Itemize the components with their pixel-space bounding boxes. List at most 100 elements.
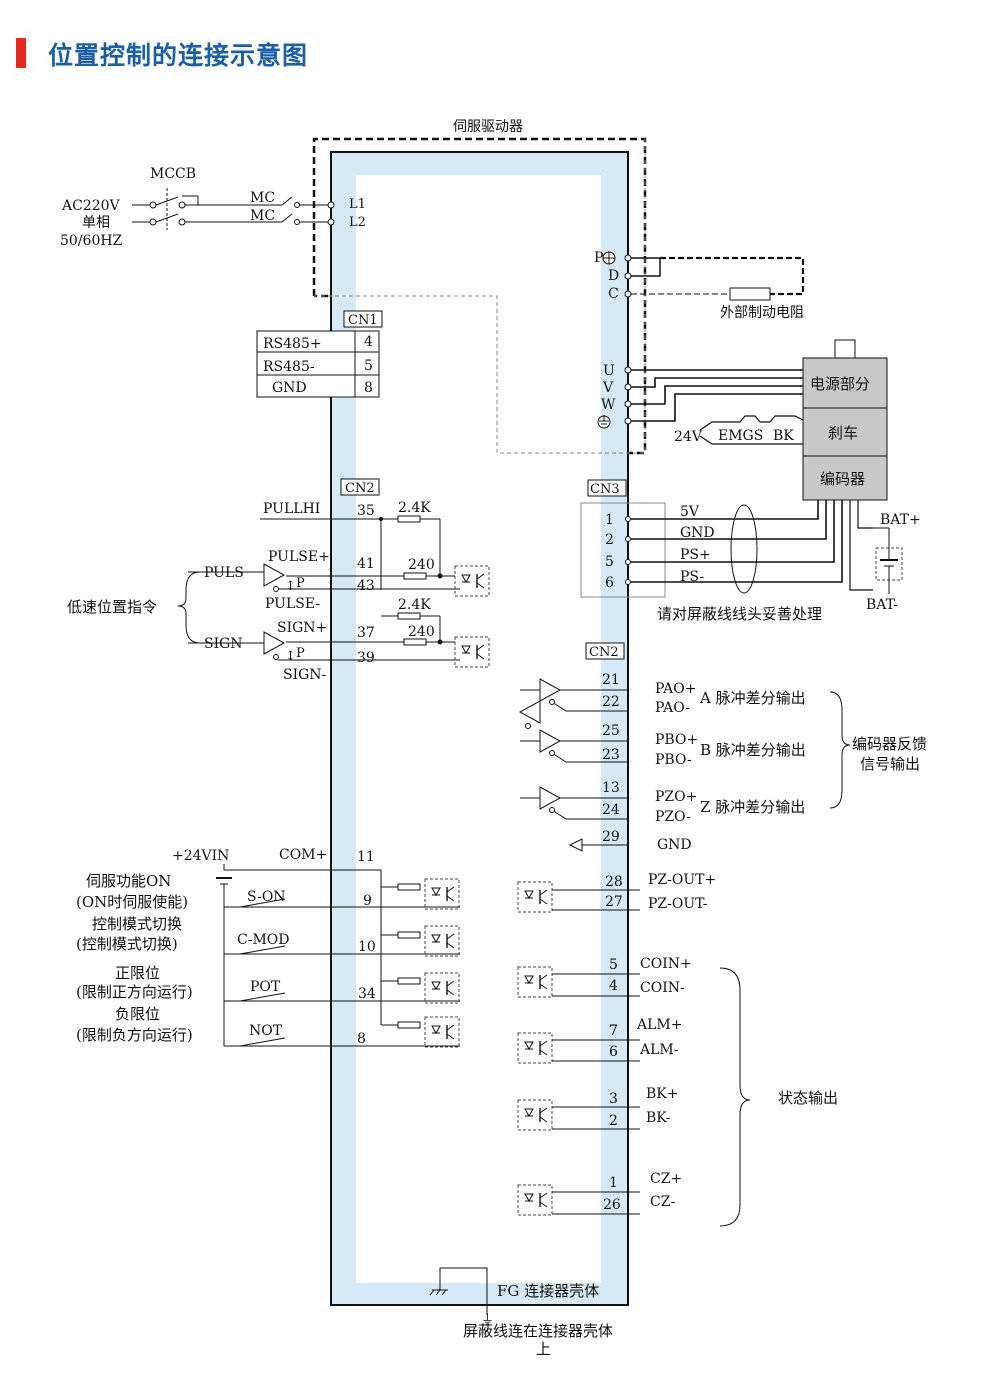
- mccb-contact: [149, 218, 157, 226]
- status-brace: [719, 967, 751, 1227]
- v-label: V: [602, 380, 614, 396]
- encoder-group-line1: 编码器反馈: [852, 735, 927, 753]
- w-terminal: [624, 400, 632, 408]
- encoder-minus: PZO-: [655, 809, 691, 825]
- encoder-desc: Z 脉冲差分输出: [700, 798, 805, 816]
- output-plus: COIN+: [640, 956, 692, 972]
- cn3-signal: PS+: [680, 547, 711, 563]
- puls-driver-icon: [263, 563, 285, 592]
- input-not: 负限位 (限制负方向运行) NOT 8: [76, 1005, 460, 1048]
- encoder-plus: PAO+: [655, 681, 696, 697]
- input-name: C-MOD: [237, 932, 289, 948]
- input-name: NOT: [249, 1023, 283, 1039]
- cn1-tag: [343, 310, 383, 328]
- bk-label: BK: [773, 428, 794, 444]
- resistor-2k4: [397, 612, 421, 620]
- low-speed-group-label: 低速位置指令: [67, 598, 157, 616]
- l2-label: L2: [349, 215, 366, 230]
- output-pin: 5: [609, 957, 618, 973]
- encoder-channel-z: 13 24 PZO+ PZO- Z 脉冲差分输出: [520, 780, 805, 825]
- d-terminal: [624, 272, 632, 280]
- sign-plus-label: SIGN+: [277, 620, 327, 636]
- cn3-terminal: [625, 516, 631, 522]
- bat-plus-label: BAT+: [880, 512, 921, 528]
- mccb-label: MCCB: [150, 166, 196, 182]
- r-240-label: 240: [408, 557, 435, 573]
- output-bk: 3 2 BK+ BK-: [517, 1086, 678, 1131]
- driver-board-inner: [356, 175, 601, 1283]
- encoder-pin: 22: [602, 694, 620, 710]
- c-terminal: [624, 290, 632, 298]
- input-resistor: [397, 883, 421, 891]
- fg-label: FG 连接器壳体: [497, 1282, 599, 1300]
- motor-brake-label: 刹车: [828, 424, 858, 442]
- r-2k4-label: 2.4K: [398, 500, 431, 516]
- output-cz: 1 26 CZ+ CZ-: [517, 1171, 682, 1216]
- vin-label: +24VIN: [172, 848, 229, 864]
- switch-contact: [239, 992, 286, 1002]
- gnd-label: GND: [657, 837, 692, 853]
- u-terminal: [624, 366, 632, 374]
- page-title: 位置控制的连接示意图: [48, 41, 309, 70]
- sign-label: SIGN: [204, 636, 243, 652]
- v-terminal: [624, 383, 632, 391]
- output-pin: 26: [603, 1197, 621, 1213]
- bat-minus-label: BAT-: [866, 597, 898, 613]
- encoder-desc: A 脉冲差分输出: [699, 689, 806, 707]
- motor-encoder-label: 编码器: [820, 470, 865, 488]
- r-2k4-label: 2.4K: [398, 597, 431, 613]
- encoder-pin: 23: [602, 747, 620, 763]
- shield-note: 屏蔽线连在连接器壳体: [463, 1322, 613, 1340]
- pe-wire: [631, 393, 803, 422]
- encoder-pin: 13: [602, 780, 620, 796]
- motor-connector-tab: [834, 339, 856, 359]
- encoder-wire: [551, 809, 628, 820]
- input-desc1: 控制模式切换: [92, 915, 182, 933]
- com-pin: 11: [357, 849, 375, 865]
- driver-label: 伺服驱动器: [453, 119, 523, 135]
- twisted-arrow-icon: ↕: [285, 579, 296, 594]
- line-receiver-icon: [549, 750, 555, 756]
- output-plus: ALM+: [636, 1017, 682, 1033]
- cn3-note: 请对屏蔽线线头妥善处理: [657, 605, 822, 623]
- v-wire: [631, 377, 803, 388]
- cn1-table: [256, 330, 380, 398]
- cn3-pin: 2: [605, 532, 614, 548]
- switch-contact: [239, 898, 286, 908]
- title-accent-bar: [16, 38, 26, 68]
- output-pin: 27: [605, 894, 623, 910]
- cn3-label: CN3: [590, 482, 620, 497]
- input-pin: 8: [357, 1031, 366, 1047]
- output-minus: ALM-: [639, 1042, 679, 1058]
- resistor-2k4: [397, 515, 421, 523]
- gnd-pin: 29: [602, 829, 620, 845]
- cn1-label: CN1: [348, 313, 378, 328]
- pulse-minus-label: PULSE-: [265, 596, 320, 612]
- line-receiver-icon: [549, 807, 555, 813]
- input-desc1: 负限位: [115, 1005, 160, 1023]
- input-desc2: (限制负方向运行): [76, 1026, 193, 1044]
- bat-wire-plus: [857, 500, 873, 529]
- w-label: W: [601, 397, 616, 413]
- cn1-row-name: RS485-: [263, 359, 315, 375]
- sign-minus-label: SIGN-: [283, 667, 327, 683]
- pullhi-label: PULLHI: [263, 501, 320, 517]
- resistor-label: 外部制动电阻: [720, 305, 804, 321]
- output-pin: 28: [605, 874, 623, 890]
- line-receiver-icon: [539, 678, 562, 702]
- l2-terminal: [327, 218, 335, 226]
- cn3-signal: 5V: [680, 504, 700, 520]
- pe-terminal: [624, 417, 632, 425]
- w-wire: [631, 385, 803, 405]
- input-pin: 9: [363, 893, 372, 909]
- encoder-plus: PBO+: [655, 732, 698, 748]
- p-label: P: [594, 250, 603, 266]
- output-minus: COIN-: [640, 980, 685, 996]
- cn1-row-name: GND: [272, 380, 307, 396]
- mc-terminal: [294, 202, 300, 208]
- encoder-wire: [551, 701, 628, 712]
- brake-resistor: [729, 287, 771, 301]
- encoder-brace: [829, 691, 851, 809]
- encoder-pin: 21: [602, 672, 620, 688]
- frequency-label: 50/60HZ: [60, 233, 123, 249]
